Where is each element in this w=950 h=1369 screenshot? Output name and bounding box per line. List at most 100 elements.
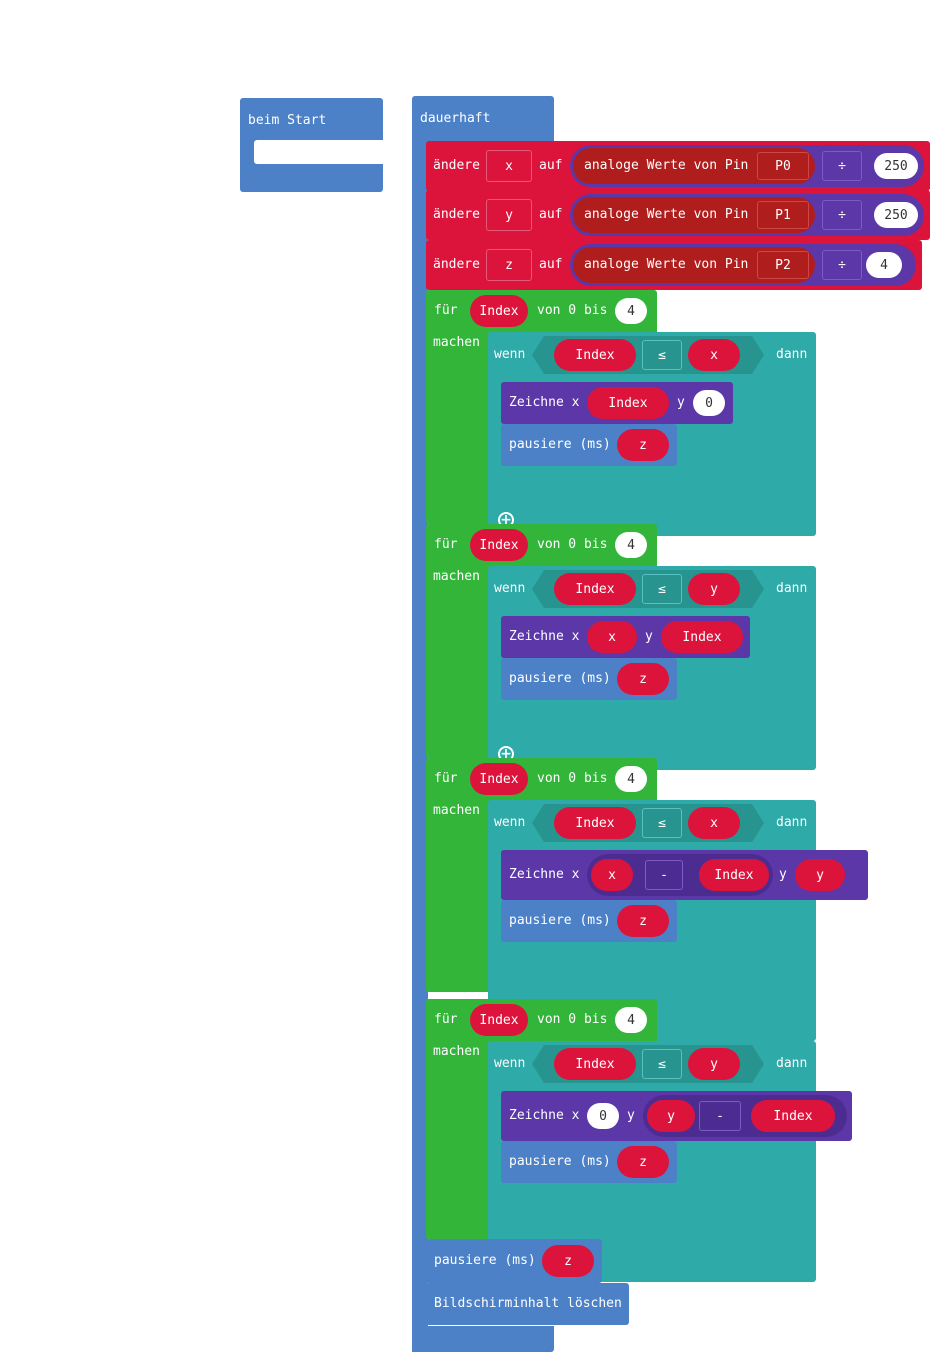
then-keyword: dann — [776, 815, 808, 830]
plot-y-label: y — [645, 629, 653, 644]
plot-x-value[interactable]: Index — [587, 387, 669, 419]
pause-value[interactable]: z — [617, 429, 669, 461]
comparison-block[interactable]: Index≤y — [532, 570, 764, 608]
pin-dropdown[interactable]: P0 — [757, 152, 809, 180]
loop-end-input[interactable]: 4 — [615, 298, 647, 324]
pause-block[interactable]: pausiere (ms) z — [501, 900, 677, 942]
condition-right[interactable]: x — [688, 807, 740, 839]
set-keyword: ändere — [433, 158, 480, 173]
condition-left[interactable]: Index — [554, 807, 636, 839]
plot-x-value[interactable]: x — [587, 621, 637, 653]
divisor-input[interactable]: 250 — [874, 202, 918, 228]
on-start-block[interactable]: beim Start — [240, 98, 383, 192]
plot-x-expression[interactable]: x-Index — [587, 854, 773, 896]
do-keyword: machen — [433, 335, 480, 350]
plot-x-value[interactable]: 0 — [587, 1103, 619, 1129]
pin-dropdown[interactable]: P1 — [757, 201, 809, 229]
condition-right[interactable]: x — [688, 339, 740, 371]
variable-dropdown[interactable]: y — [486, 199, 532, 231]
loop-variable-name: Index — [479, 771, 519, 787]
expr-left[interactable]: y — [647, 1100, 695, 1132]
loop-variable[interactable]: Index — [470, 295, 528, 327]
clear-screen-block[interactable]: Bildschirminhalt löschen — [426, 1283, 629, 1325]
condition-left[interactable]: Index — [554, 339, 636, 371]
condition-left[interactable]: Index — [554, 573, 636, 605]
do-keyword: machen — [433, 1044, 480, 1059]
pin-name: P2 — [775, 257, 791, 273]
loop-end-input[interactable]: 4 — [615, 766, 647, 792]
operator-dropdown[interactable]: ÷ — [822, 151, 862, 181]
pause-block[interactable]: pausiere (ms)z — [501, 1141, 677, 1183]
pause-block[interactable]: pausiere (ms) z — [501, 658, 677, 700]
loop-variable[interactable]: Index — [470, 529, 528, 561]
comparison-operator[interactable]: ≤ — [642, 808, 682, 838]
forever-block[interactable] — [412, 96, 554, 142]
expr-right[interactable]: Index — [751, 1100, 835, 1132]
plot-y-value[interactable]: 0 — [693, 390, 725, 416]
comparison-operator[interactable]: ≤ — [642, 574, 682, 604]
pause-value[interactable]: z — [617, 1146, 669, 1178]
expr-operator[interactable]: - — [645, 860, 683, 890]
pause-value[interactable]: z — [617, 905, 669, 937]
loop-end-input[interactable]: 4 — [615, 1007, 647, 1033]
comparison-operator[interactable]: ≤ — [642, 340, 682, 370]
if-keyword: wenn — [494, 581, 526, 596]
variable-dropdown[interactable]: z — [486, 249, 532, 281]
condition-left[interactable]: Index — [554, 1048, 636, 1080]
pause-value-text: z — [639, 1154, 647, 1170]
condition-right[interactable]: y — [688, 573, 740, 605]
expr-operator[interactable]: - — [699, 1101, 741, 1131]
expr-left[interactable]: x — [591, 859, 633, 891]
clear-screen-label: Bildschirminhalt löschen — [434, 1296, 622, 1311]
condition-left-value: Index — [575, 815, 615, 831]
operator-symbol: ÷ — [838, 158, 846, 174]
divisor-value: 250 — [884, 158, 908, 174]
pause-block[interactable]: pausiere (ms)z — [501, 424, 677, 466]
loop-variable[interactable]: Index — [470, 763, 528, 795]
plot-y-text: Index — [682, 629, 722, 645]
pin-dropdown[interactable]: P2 — [757, 251, 809, 279]
divisor-input[interactable]: 250 — [874, 153, 918, 179]
operator-dropdown[interactable]: ÷ — [822, 250, 862, 280]
plot-y-expression[interactable]: y-Index — [643, 1095, 847, 1137]
expr-right[interactable]: Index — [699, 859, 769, 891]
comparison-symbol: ≤ — [658, 347, 666, 363]
pause-value-text: z — [639, 913, 647, 929]
pause-label: pausiere (ms) — [509, 913, 611, 928]
final-pause-value[interactable]: z — [542, 1245, 594, 1277]
variable-dropdown[interactable]: x — [486, 150, 532, 182]
pause-label: pausiere (ms) — [509, 671, 611, 686]
set-keyword: ändere — [433, 207, 480, 222]
final-pause-block[interactable]: pausiere (ms) z — [426, 1239, 602, 1283]
comparison-operator[interactable]: ≤ — [642, 1049, 682, 1079]
condition-right[interactable]: y — [688, 1048, 740, 1080]
loop-variable[interactable]: Index — [470, 1004, 528, 1036]
comparison-block[interactable]: Index ≤x — [532, 804, 764, 842]
on-start-slot[interactable] — [254, 140, 383, 164]
pause-value[interactable]: z — [617, 663, 669, 695]
loop-end-input[interactable]: 4 — [615, 532, 647, 558]
loop-variable-name: Index — [479, 303, 519, 319]
plot-y-value[interactable]: Index — [661, 621, 743, 653]
to-keyword: auf — [539, 257, 563, 272]
plot-y-value[interactable]: y — [795, 859, 845, 891]
divisor-input[interactable]: 4 — [866, 252, 902, 278]
operator-dropdown[interactable]: ÷ — [822, 200, 862, 230]
comparison-block[interactable]: Index ≤ x — [532, 336, 764, 374]
condition-left-value: Index — [575, 347, 615, 363]
range-keyword: von 0 bis — [537, 303, 608, 318]
comparison-block[interactable]: Index≤y — [532, 1045, 764, 1083]
